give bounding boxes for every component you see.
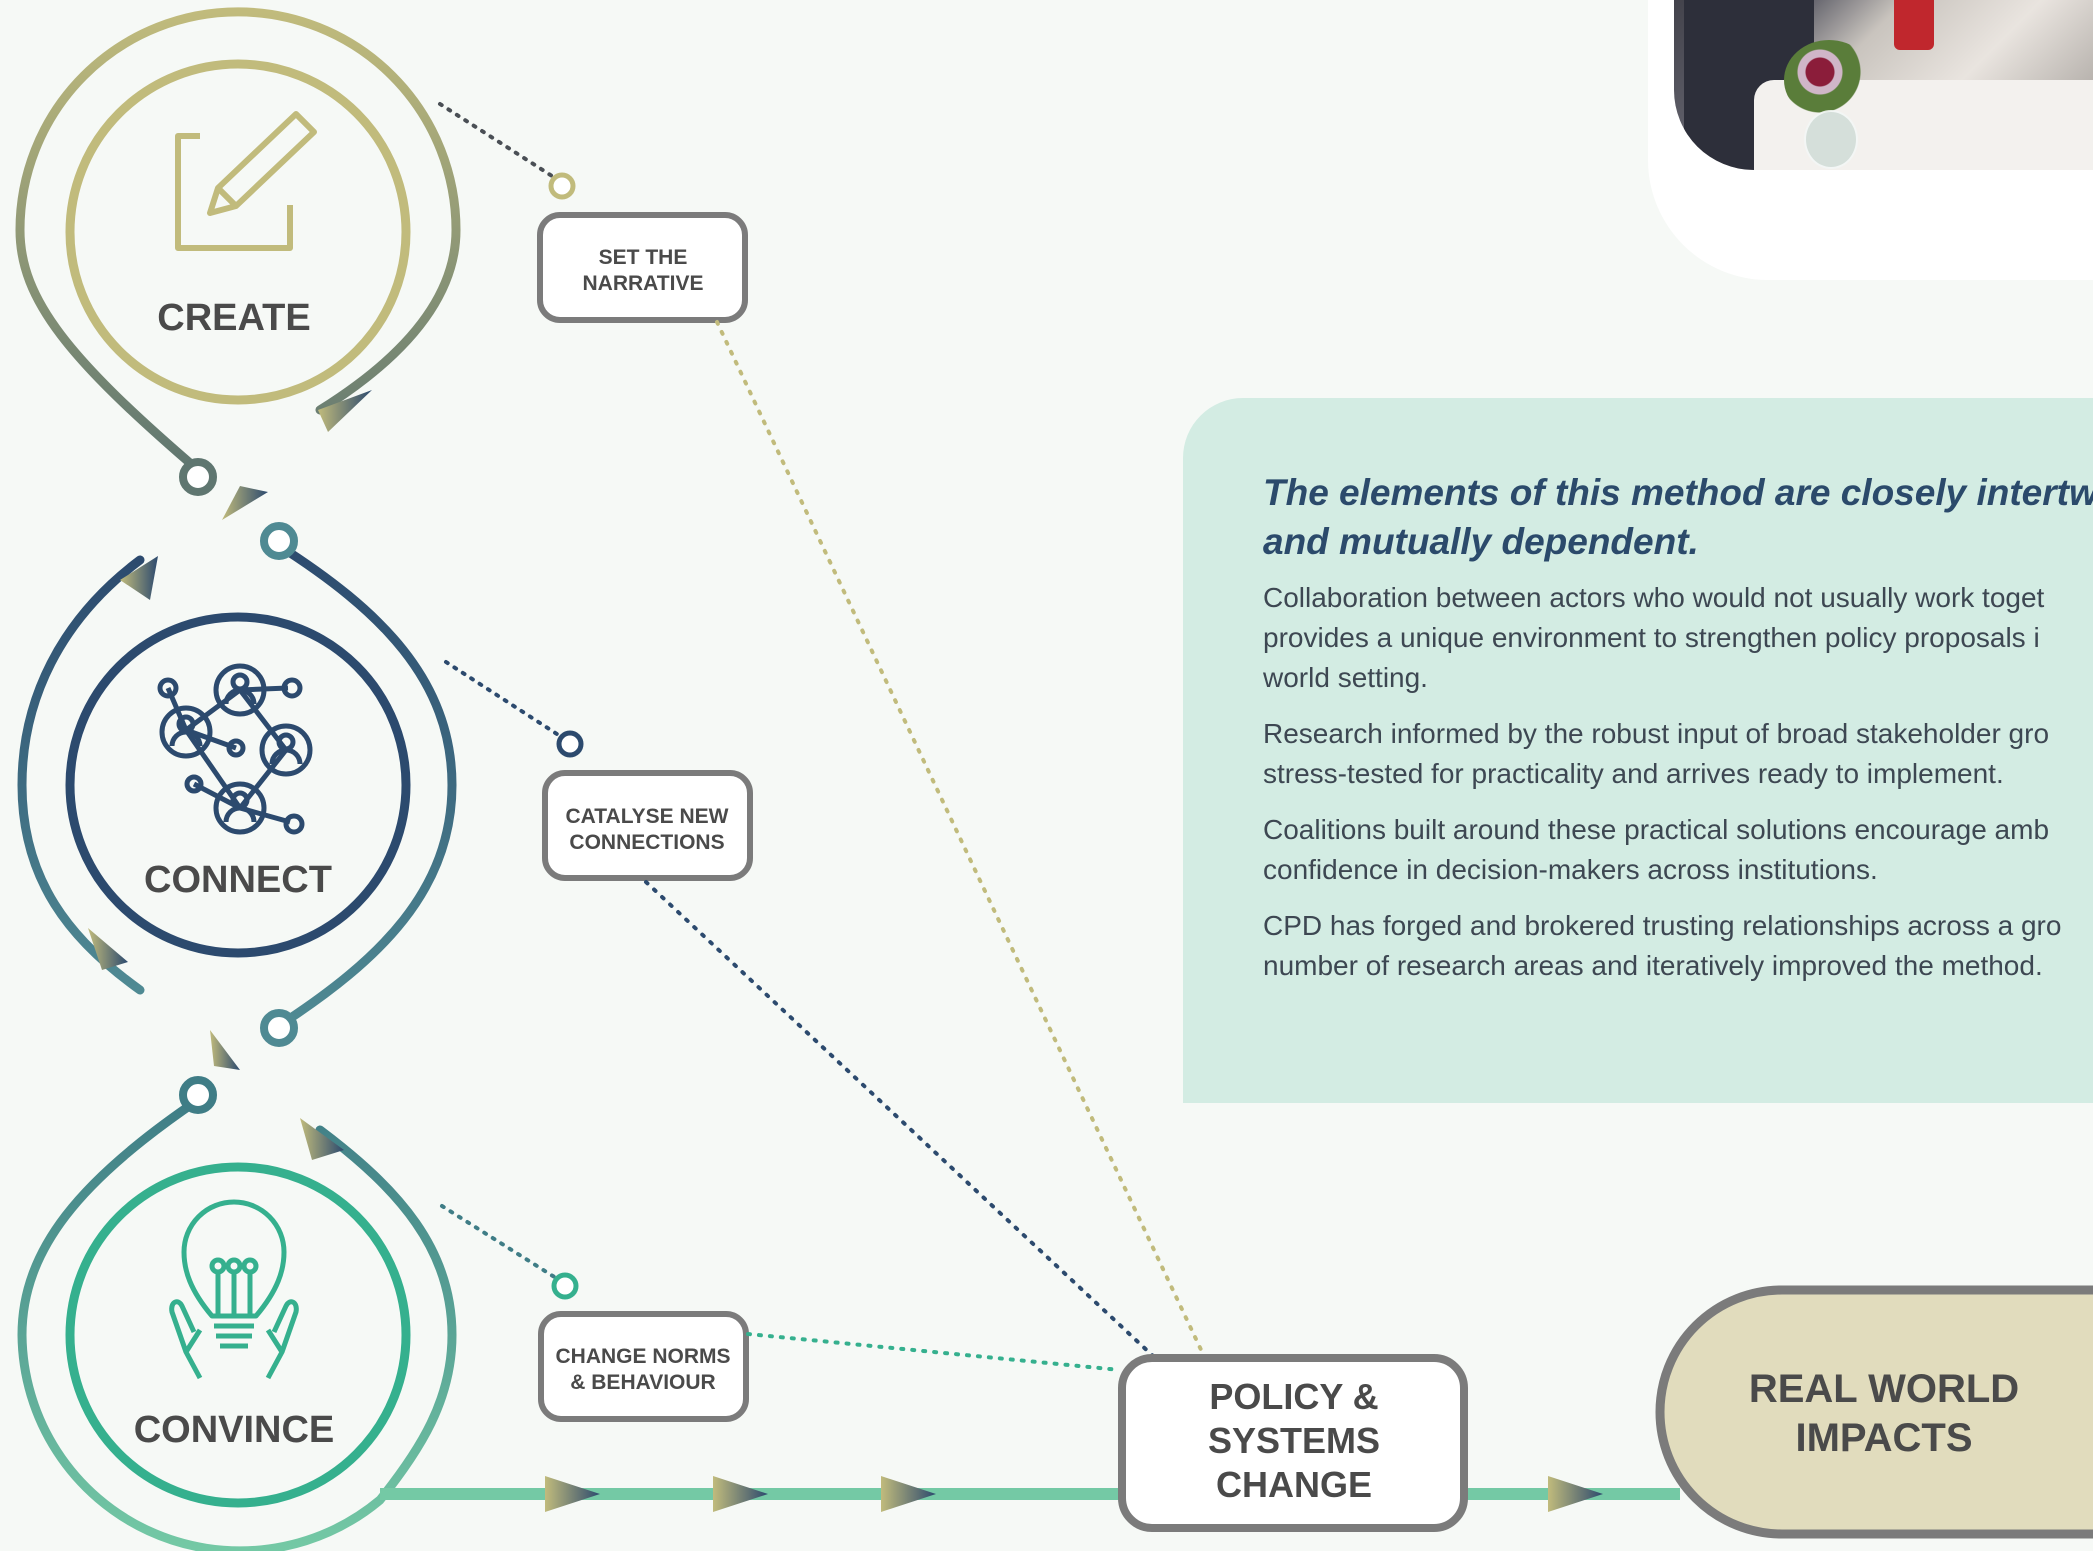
flow-bar <box>380 1476 1680 1512</box>
real-world-impacts: REAL WORLD IMPACTS <box>1655 1285 2093 1539</box>
catalyse-line1: CATALYSE NEW <box>566 805 729 828</box>
action-leader-ends <box>548 172 584 1300</box>
policy-change-box: POLICY & SYSTEMS CHANGE <box>1118 1354 1468 1532</box>
policy-leaders <box>644 320 1205 1372</box>
create-node: CREATE <box>15 7 461 475</box>
change-norms-line2: & BEHAVIOUR <box>570 1371 715 1394</box>
policy-line3: CHANGE <box>1216 1464 1372 1505</box>
convince-label: CONVINCE <box>134 1409 335 1451</box>
cycle-connectors <box>179 458 298 1114</box>
photo-card <box>1648 0 2093 280</box>
info-paragraph: CPD has forged and brokered trusting rel… <box>1263 910 2062 981</box>
change-norms-box: CHANGE NORMS & BEHAVIOUR <box>538 1311 749 1422</box>
info-paragraph: Research informed by the robust input of… <box>1263 718 2050 789</box>
action-leaders <box>438 102 562 1280</box>
info-paragraph: Coalitions built around these practical … <box>1263 814 2050 885</box>
catalyse-line2: CONNECTIONS <box>569 831 724 854</box>
create-label: CREATE <box>157 297 310 339</box>
cycle-arrows <box>88 390 372 1160</box>
connect-label: CONNECT <box>144 859 332 901</box>
info-paragraph: Collaboration between actors who would n… <box>1263 582 2045 693</box>
connect-node: CONNECT <box>17 540 457 1030</box>
policy-line1: POLICY & <box>1209 1376 1378 1417</box>
network-people-icon <box>157 663 313 835</box>
impacts-line1: REAL WORLD <box>1749 1367 2019 1411</box>
set-narrative-line1: SET THE <box>599 246 688 269</box>
convince-node: CONVINCE <box>17 1095 457 1551</box>
catalyse-connections-box: CATALYSE NEW CONNECTIONS <box>542 770 753 881</box>
impacts-line2: IMPACTS <box>1795 1416 1972 1460</box>
policy-line2: SYSTEMS <box>1208 1420 1380 1461</box>
edit-icon <box>175 111 317 251</box>
info-title: The elements of this method are closely … <box>1263 472 2093 562</box>
info-panel: The elements of this method are closely … <box>1183 398 2093 1103</box>
meeting-photo <box>1674 0 2093 170</box>
change-norms-line1: CHANGE NORMS <box>555 1345 730 1368</box>
set-narrative-box: SET THE NARRATIVE <box>537 212 748 323</box>
set-narrative-line2: NARRATIVE <box>583 272 704 295</box>
lightbulb-hands-icon <box>169 1199 299 1380</box>
